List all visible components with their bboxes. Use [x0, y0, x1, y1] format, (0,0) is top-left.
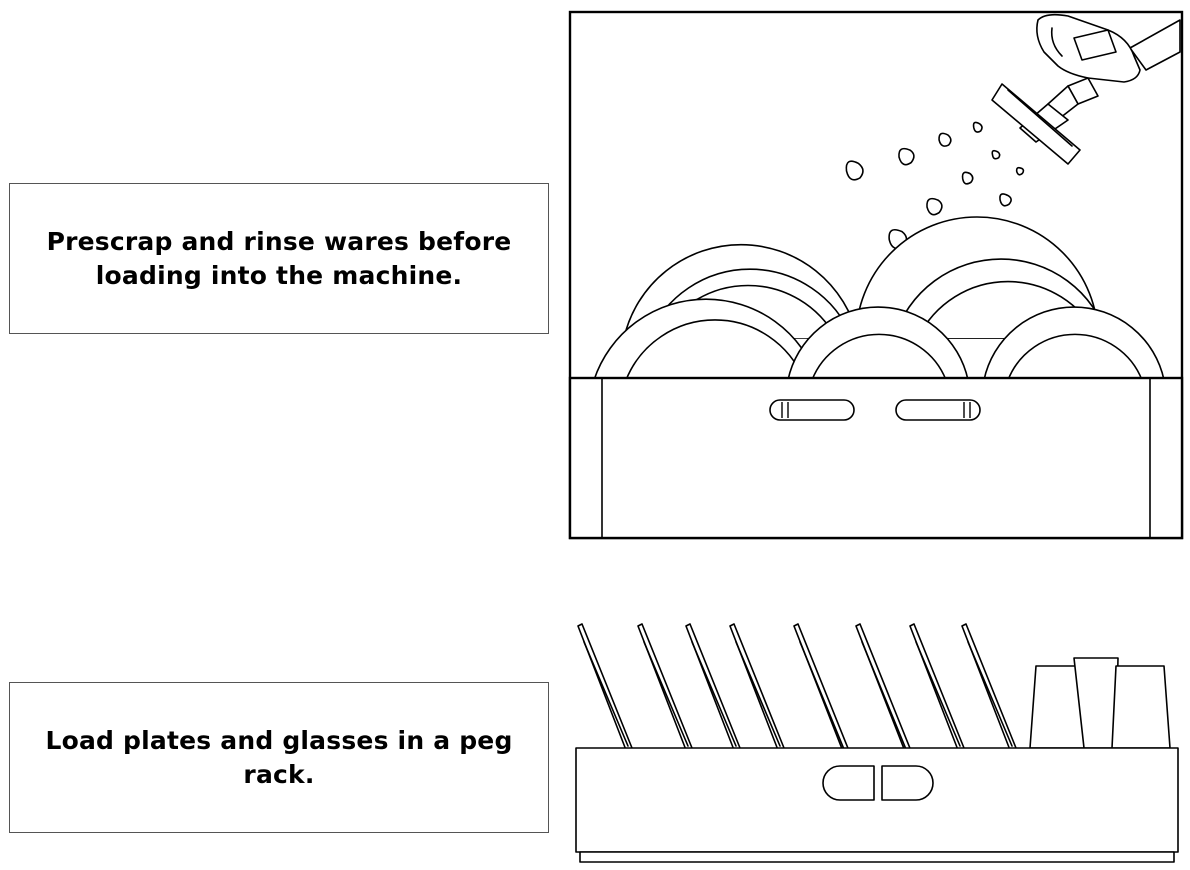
spray-nozzle-icon: [991, 13, 1181, 165]
dish-rack-icon: [568, 376, 1184, 540]
peg-rack-icon: [575, 747, 1179, 863]
peg-rack-plates-glasses-icon: [575, 623, 1179, 863]
glasses-icon: [1029, 657, 1171, 749]
step-1-caption: Prescrap and rinse wares before loading …: [46, 226, 512, 290]
step-2-caption: Load plates and glasses in a peg rack.: [45, 725, 513, 789]
step-2-caption-box: Load plates and glasses in a peg rack.: [9, 682, 549, 833]
step-1-caption-box: Prescrap and rinse wares before loading …: [9, 183, 549, 334]
spray-rinse-dish-rack-icon: [568, 10, 1184, 540]
plates-icon: [593, 216, 1165, 381]
